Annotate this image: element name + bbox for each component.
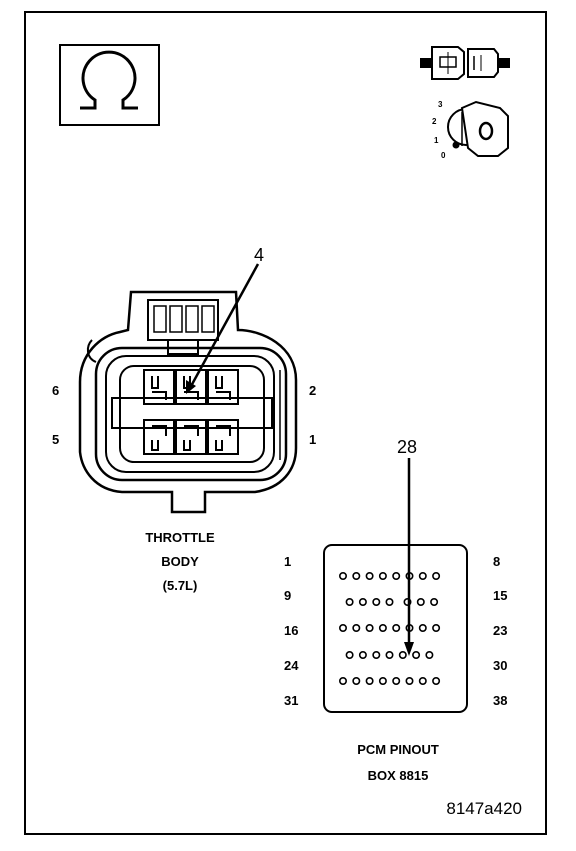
page-frame bbox=[24, 11, 547, 835]
throttle-callout-number: 4 bbox=[254, 245, 264, 265]
pcm-pin bbox=[398, 650, 407, 659]
pcm-pin bbox=[385, 650, 394, 659]
pcm-pin bbox=[358, 650, 367, 659]
pcm-pin-grid bbox=[338, 571, 441, 685]
pcm-pin bbox=[345, 597, 354, 606]
pin-label-2: 2 bbox=[309, 383, 316, 398]
throttle-title-line-1: THROTTLE bbox=[145, 530, 215, 545]
key-position-3: 3 bbox=[438, 100, 443, 109]
pcm-title-line-2: BOX 8815 bbox=[368, 768, 429, 783]
pcm-pin bbox=[432, 623, 441, 632]
pcm-pin bbox=[425, 650, 434, 659]
pin-label-1: 1 bbox=[309, 432, 316, 447]
pcm-row-start-label: 1 bbox=[284, 554, 291, 569]
pcm-title-line-1: PCM PINOUT bbox=[357, 742, 439, 757]
pcm-pin bbox=[365, 623, 374, 632]
pcm-row-start-label: 31 bbox=[284, 693, 298, 708]
pcm-row-end-label: 30 bbox=[493, 658, 507, 673]
pcm-row-end-label: 8 bbox=[493, 554, 500, 569]
ignition-key-icon: 3 2 1 0 bbox=[432, 100, 509, 160]
pcm-pin bbox=[412, 650, 421, 659]
pcm-pin bbox=[352, 571, 361, 580]
pcm-pin bbox=[372, 597, 381, 606]
pin-label-5: 5 bbox=[52, 432, 59, 447]
pcm-callout-number: 28 bbox=[397, 437, 417, 457]
pcm-pin bbox=[418, 571, 427, 580]
ohm-icon bbox=[59, 44, 160, 126]
pin-label-6: 6 bbox=[52, 383, 59, 398]
throttle-body-connector bbox=[78, 290, 298, 514]
throttle-title-line-2: BODY bbox=[161, 554, 199, 569]
pcm-pin bbox=[358, 597, 367, 606]
pcm-row-start-label: 9 bbox=[284, 588, 291, 603]
pcm-pin bbox=[430, 597, 439, 606]
throttle-callout-arrow bbox=[186, 263, 260, 394]
pcm-pin bbox=[418, 676, 427, 685]
pcm-pin bbox=[378, 676, 387, 685]
pcm-pin bbox=[338, 623, 347, 632]
pcm-pin bbox=[392, 571, 401, 580]
key-position-2: 2 bbox=[432, 117, 437, 126]
pcm-callout-arrow bbox=[404, 458, 414, 656]
throttle-title-line-3: (5.7L) bbox=[163, 578, 198, 593]
key-position-1: 1 bbox=[434, 136, 439, 145]
pcm-pin bbox=[372, 650, 381, 659]
pcm-row-end-label: 38 bbox=[493, 693, 507, 708]
pcm-row-start-label: 24 bbox=[284, 658, 299, 673]
pcm-pin bbox=[378, 623, 387, 632]
pcm-pin bbox=[338, 571, 347, 580]
disconnected-connector-icon bbox=[420, 46, 510, 80]
pcm-pin bbox=[432, 676, 441, 685]
pcm-pin bbox=[365, 571, 374, 580]
pcm-pin bbox=[432, 571, 441, 580]
pcm-row-end-label: 15 bbox=[493, 588, 507, 603]
pcm-pin bbox=[352, 623, 361, 632]
pcm-pin bbox=[416, 597, 425, 606]
pcm-pin bbox=[392, 623, 401, 632]
pcm-row-end-label: 23 bbox=[493, 623, 507, 638]
pcm-pin bbox=[405, 676, 414, 685]
pcm-pin bbox=[345, 650, 354, 659]
figure-id: 8147a420 bbox=[446, 799, 522, 818]
pcm-pin bbox=[418, 623, 427, 632]
pcm-row-start-label: 16 bbox=[284, 623, 298, 638]
pcm-connector-body bbox=[323, 544, 468, 713]
pcm-pin bbox=[392, 676, 401, 685]
pcm-pin bbox=[338, 676, 347, 685]
pcm-pin bbox=[352, 676, 361, 685]
key-position-0: 0 bbox=[441, 151, 446, 160]
pcm-pin bbox=[365, 676, 374, 685]
pcm-pin bbox=[378, 571, 387, 580]
pcm-pin bbox=[385, 597, 394, 606]
